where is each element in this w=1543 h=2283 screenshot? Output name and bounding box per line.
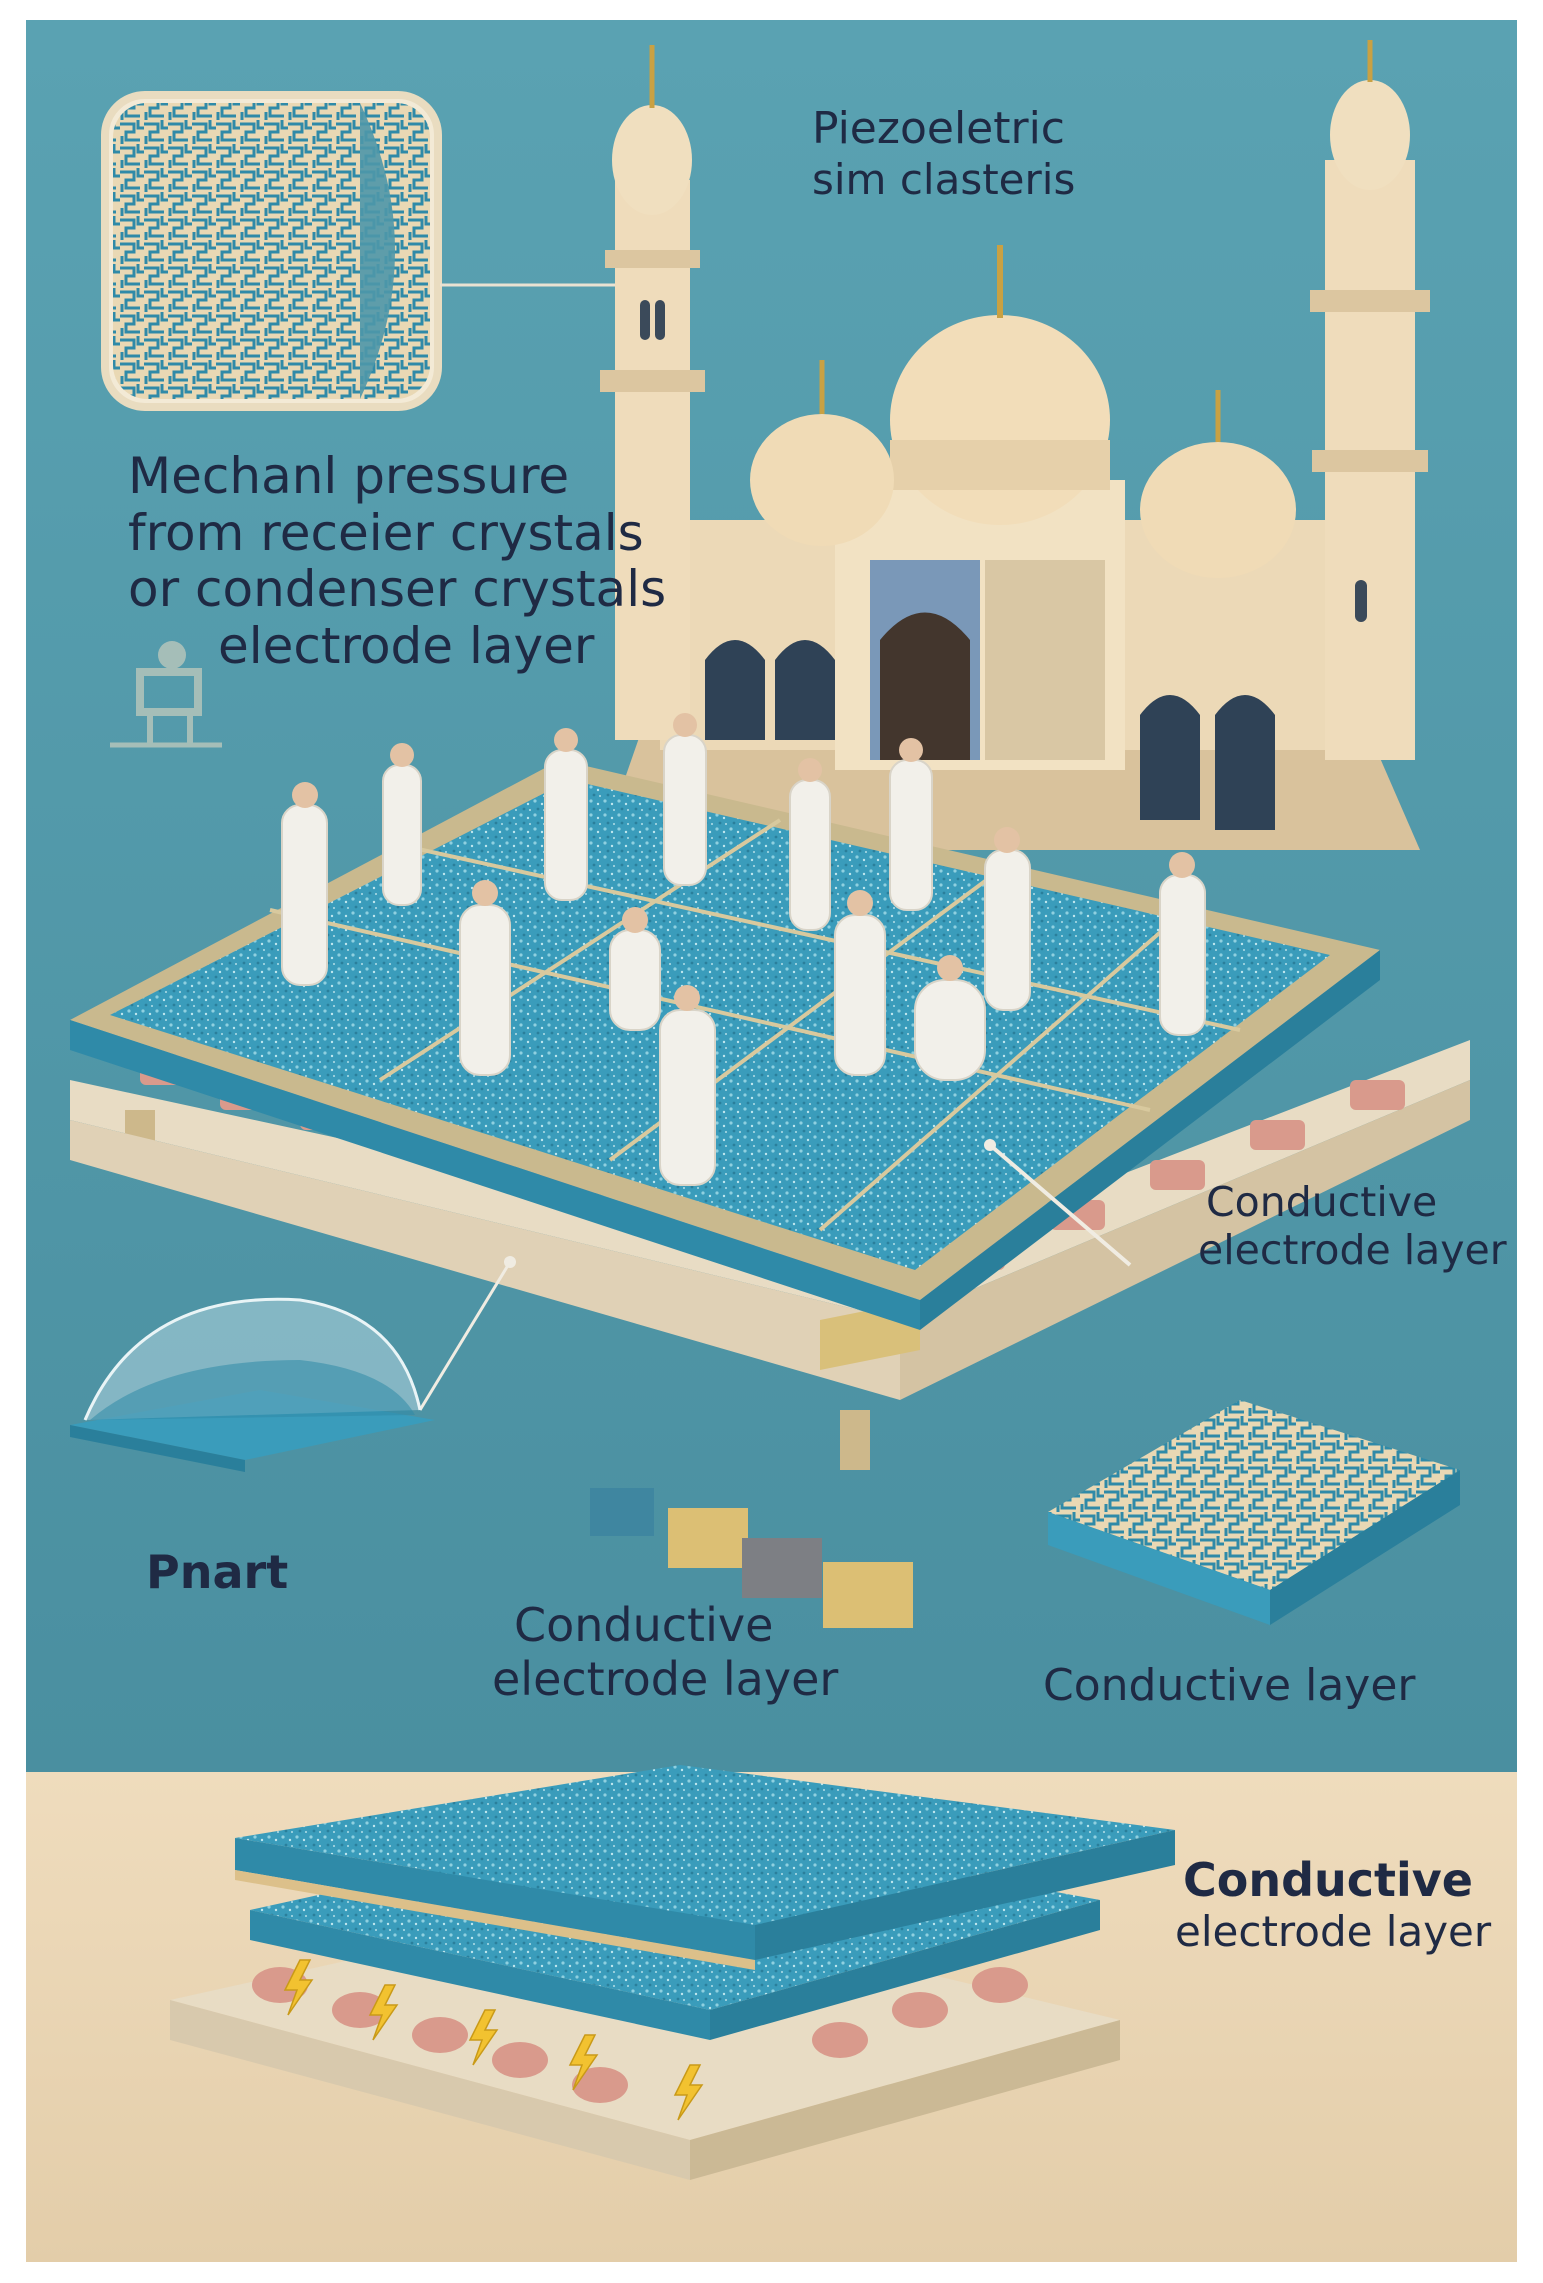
right-label-leader-line bbox=[988, 1143, 1132, 1267]
mech-line-4: electrode layer bbox=[218, 616, 595, 675]
title-label: Piezoeletric sim clasteris bbox=[812, 103, 1075, 204]
maze-block-sample bbox=[1048, 1400, 1460, 1625]
center-cond-line-2: electrode layer bbox=[492, 1652, 839, 1707]
texture-inset bbox=[101, 91, 620, 411]
center-cond-line-1: Conductive bbox=[514, 1598, 774, 1652]
title-line-1: Piezoeletric bbox=[812, 103, 1065, 154]
exploded-layer-stack bbox=[170, 1765, 1175, 2180]
mosque-model bbox=[600, 40, 1430, 850]
right-cond-line-2: electrode layer bbox=[1198, 1226, 1507, 1275]
right-cond-line-1: Conductive bbox=[1206, 1178, 1438, 1226]
bottom-conductive-label: Conductive electrode layer bbox=[1175, 1853, 1491, 1957]
center-conductive-label: Conductive electrode layer bbox=[492, 1598, 838, 1707]
mech-line-2: from receier crystals bbox=[128, 503, 644, 562]
title-line-2: sim clasteris bbox=[812, 154, 1076, 204]
pnart-leader-line bbox=[418, 1261, 512, 1411]
crystal-blocks-icon bbox=[590, 1488, 913, 1628]
mech-line-1: Mechanl pressure bbox=[128, 447, 570, 505]
cond-layer-text: Conductive layer bbox=[1043, 1660, 1416, 1711]
right-conductive-label: Conductive electrode layer bbox=[1198, 1178, 1507, 1275]
mechanical-pressure-label: Mechanl pressure from receier crystals o… bbox=[128, 448, 666, 674]
pnart-film-sample bbox=[70, 1297, 435, 1472]
bottom-cond-line-1: Conductive bbox=[1183, 1853, 1473, 1907]
pnart-label: Pnart bbox=[146, 1545, 288, 1599]
pnart-text: Pnart bbox=[146, 1545, 289, 1599]
person-icon bbox=[110, 641, 222, 748]
conductive-layer-label: Conductive layer bbox=[1043, 1660, 1416, 1712]
worshipper-figures bbox=[281, 713, 1206, 1186]
mech-line-3: or condenser crystals bbox=[128, 560, 667, 618]
bottom-cond-line-2: electrode layer bbox=[1175, 1907, 1492, 1957]
